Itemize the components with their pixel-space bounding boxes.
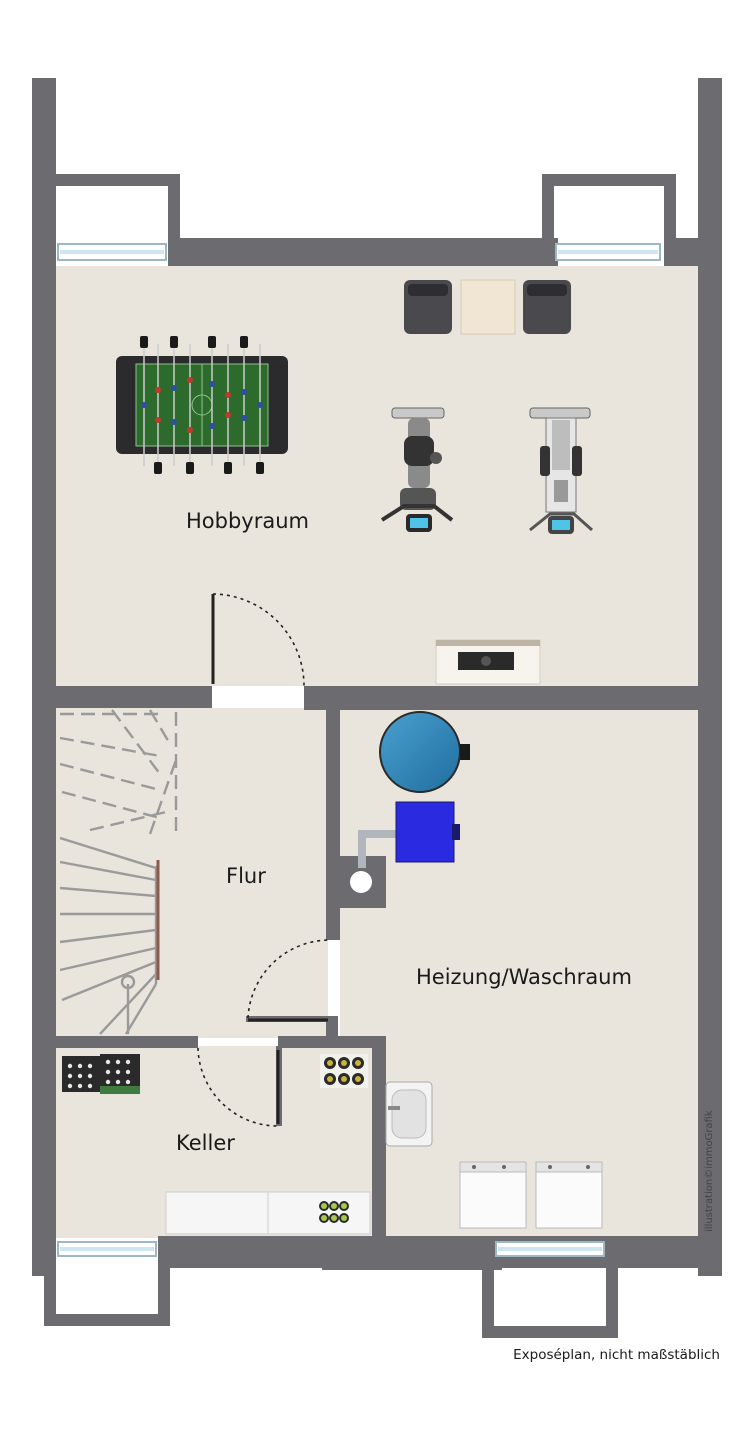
walls: [32, 78, 722, 1338]
hall-floor: [56, 708, 328, 1038]
staircase: [59, 709, 178, 1035]
water-tank: [379, 711, 470, 793]
sink: [385, 1081, 433, 1147]
heating-boiler: [358, 801, 460, 868]
room-label-utility: Heizung/Waschraum: [416, 965, 632, 989]
room-label-hall: Flur: [226, 864, 266, 888]
utility-floor: [340, 710, 698, 1238]
bottle-rack: [320, 1054, 368, 1088]
foosball-table: [116, 336, 288, 474]
weight-machine: [529, 407, 593, 534]
exercise-bike: [380, 407, 454, 532]
footer-note: Exposéplan, nicht maßstäblich: [513, 1347, 720, 1363]
dryer: [535, 1161, 603, 1229]
side-table: [460, 279, 516, 335]
crates: [62, 1054, 140, 1094]
door-swings: [197, 593, 329, 1127]
illustration-credit: illustration©immoGrafik: [704, 1110, 715, 1232]
chimney-flue: [350, 871, 372, 893]
hobby-floor: [56, 266, 698, 686]
sideboard-with-tv: [435, 639, 541, 685]
table-with-chairs: [404, 279, 571, 335]
doors: [211, 594, 328, 1124]
shelving: [165, 1191, 371, 1235]
room-label-cellar: Keller: [176, 1131, 235, 1155]
washing-machine: [459, 1161, 527, 1229]
room-label-hobby: Hobbyraum: [186, 509, 309, 533]
